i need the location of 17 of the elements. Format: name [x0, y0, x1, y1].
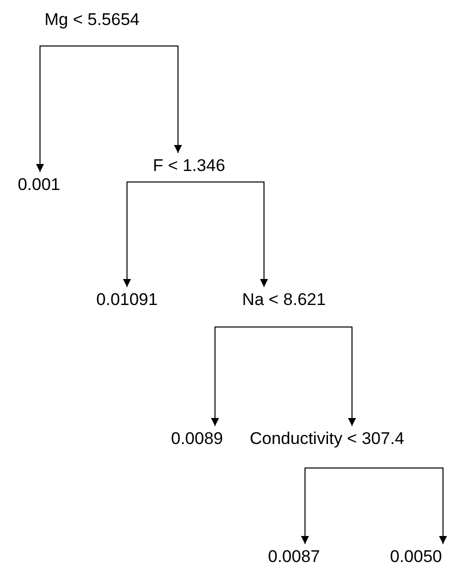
leaf-value: 0.01091 — [78, 289, 176, 311]
arrow — [123, 182, 190, 288]
arrow — [284, 326, 356, 426]
arrow — [92, 46, 182, 154]
arrow — [326, 468, 447, 544]
split-condition: F < 1.346 — [145, 155, 233, 182]
split-condition: Na < 8.621 — [234, 289, 334, 327]
arrow — [301, 468, 328, 544]
arrow — [188, 182, 268, 288]
leaf-value: 0.0087 — [262, 546, 326, 568]
leaf-value: 0.0089 — [165, 428, 229, 450]
split-condition: Mg < 5.5654 — [38, 9, 146, 46]
arrow — [36, 46, 92, 172]
leaf-value: 0.0050 — [384, 546, 448, 568]
split-condition: Conductivity < 307.4 — [233, 428, 421, 468]
leaf-value: 0.001 — [8, 174, 70, 196]
arrow — [211, 326, 284, 426]
